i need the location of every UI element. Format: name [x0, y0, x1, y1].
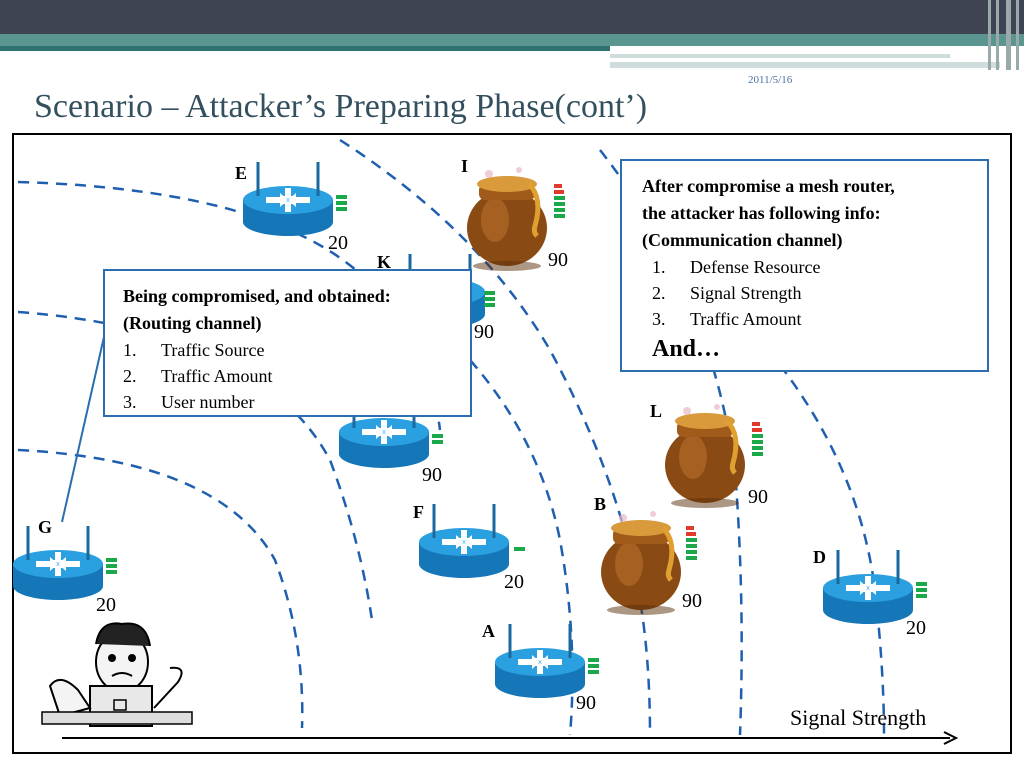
- node-E: [241, 160, 347, 238]
- range-arc-3: [17, 448, 304, 729]
- list-item: 1.Defense Resource: [652, 257, 821, 277]
- routing-box-heading-2: (Routing channel): [123, 313, 262, 333]
- node-F: [417, 502, 525, 580]
- diagram-frame: [12, 133, 1012, 754]
- node-F-label: F: [413, 502, 424, 522]
- corner-decoration: [984, 0, 1024, 70]
- wireless-router-icon: [821, 548, 915, 626]
- node-E-value: 20: [328, 232, 348, 254]
- signal-bars-icon: [588, 658, 599, 674]
- comm-box-list: 1.Defense Resource 2.Signal Strength 3.T…: [642, 254, 967, 332]
- list-item: 2.Traffic Amount: [123, 366, 273, 386]
- node-G-value: 20: [96, 594, 116, 616]
- signal-bars-icon: [554, 184, 565, 218]
- comm-box-footer: And…: [652, 336, 721, 362]
- node-G: [11, 524, 117, 602]
- range-arc-4: [339, 138, 652, 736]
- honeypot-icon: [665, 404, 745, 508]
- wireless-router-icon: [493, 622, 587, 700]
- node-D: [821, 548, 927, 626]
- node-D-value: 20: [906, 617, 926, 639]
- wireless-router-icon: [417, 502, 511, 580]
- axis-label: Signal Strength: [790, 705, 927, 730]
- list-item: 2.Signal Strength: [652, 283, 802, 303]
- routing-box-list: 1.Traffic Source 2.Traffic Amount 3.User…: [123, 337, 452, 415]
- node-L-label: L: [650, 401, 663, 421]
- node-C-value: 90: [422, 464, 442, 486]
- node-E-label: E: [235, 163, 248, 183]
- list-item: 1.Traffic Source: [123, 340, 265, 360]
- signal-bars-icon: [106, 558, 117, 574]
- top-bar: [0, 0, 1024, 34]
- range-arc-5: [469, 359, 574, 736]
- honeypot-icon: [601, 511, 681, 615]
- axis-arrowhead: [943, 731, 959, 745]
- wireless-router-icon: [11, 524, 105, 602]
- node-B-label: B: [594, 494, 607, 514]
- signal-bars-icon: [336, 195, 347, 211]
- comm-box-heading-2: the attacker has following info:: [642, 203, 881, 223]
- node-C: [337, 392, 443, 470]
- list-item: 3.Traffic Amount: [652, 309, 802, 329]
- comm-box-heading-3: (Communication channel): [642, 230, 843, 250]
- signal-bars-icon: [686, 526, 697, 560]
- node-A-label: A: [482, 621, 495, 641]
- node-F-value: 20: [504, 571, 524, 593]
- node-L-value: 90: [748, 486, 768, 508]
- node-B-value: 90: [682, 590, 702, 612]
- slide-date: 2011/5/16: [748, 74, 793, 86]
- list-item: 3.User number: [123, 392, 255, 412]
- top-stripe-dark: [0, 46, 610, 51]
- node-K-value: 90: [474, 321, 494, 343]
- node-K-label: K: [377, 252, 392, 272]
- node-A-value: 90: [576, 692, 596, 714]
- node-G-label: G: [38, 517, 53, 537]
- routing-channel-box: Being compromised, and obtained: (Routin…: [103, 269, 472, 417]
- routing-box-heading-1: Being compromised, and obtained:: [123, 286, 391, 306]
- communication-channel-box: After compromise a mesh router, the atta…: [620, 159, 989, 372]
- attacker-icon: [30, 612, 200, 730]
- signal-bars-icon: [752, 422, 763, 456]
- node-I-value: 90: [548, 249, 568, 271]
- node-A: [493, 622, 599, 700]
- accent-stripe: [610, 54, 950, 58]
- node-D-label: D: [813, 547, 826, 567]
- node-I-label: I: [461, 156, 469, 176]
- accent-stripe: [610, 62, 1000, 68]
- routing-connector-line: [61, 327, 107, 523]
- signal-bars-icon: [916, 582, 927, 598]
- top-stripe: [0, 34, 1024, 46]
- signal-bars-icon: [514, 547, 525, 551]
- signal-bars-icon: [484, 291, 495, 307]
- signal-bars-icon: [432, 434, 443, 444]
- comm-box-heading-1: After compromise a mesh router,: [642, 176, 895, 196]
- wireless-router-icon: [241, 160, 335, 238]
- range-arc-7: [779, 364, 886, 736]
- slide-title: Scenario – Attacker’s Preparing Phase(co…: [34, 88, 648, 125]
